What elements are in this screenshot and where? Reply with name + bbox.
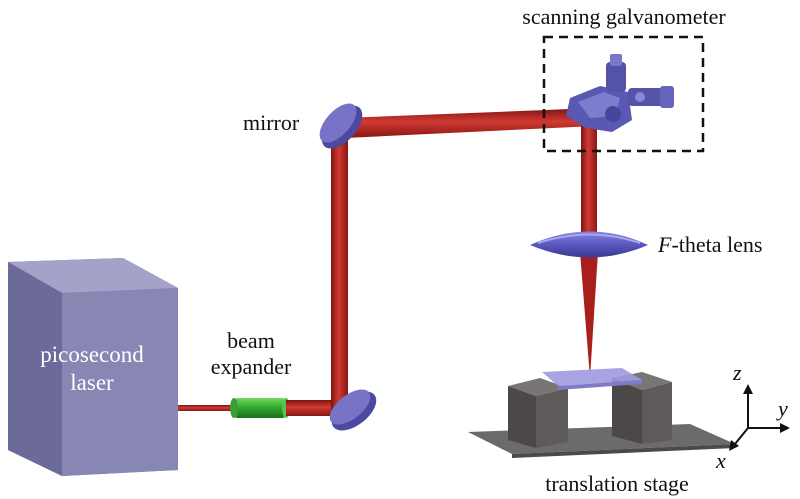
f-theta-lens bbox=[530, 231, 648, 258]
axis-label-z: z bbox=[732, 360, 742, 385]
upper-mirror bbox=[319, 103, 363, 149]
beam-segment-top bbox=[345, 108, 595, 138]
axis-label-x: x bbox=[715, 448, 726, 473]
translation-stage-label: translation stage bbox=[545, 471, 689, 496]
beam-segment-galvo-down bbox=[581, 118, 597, 238]
galvanometer-dashed-box bbox=[542, 35, 705, 153]
beam-segment-laser-out bbox=[178, 405, 236, 411]
beam-expander-label-line1: beam bbox=[227, 328, 275, 353]
beam-focus-cone bbox=[580, 252, 598, 378]
scanning-galvanometer bbox=[566, 54, 674, 132]
f-theta-lens-label: F-theta lens bbox=[657, 232, 762, 257]
translation-stage bbox=[468, 368, 735, 458]
beam-expander bbox=[230, 398, 290, 418]
beam-segment-vertical bbox=[331, 128, 348, 410]
laser-label-line2: laser bbox=[70, 370, 114, 395]
beam-expander-label-line2: expander bbox=[211, 354, 292, 379]
laser-label-line1: picosecond bbox=[40, 342, 144, 367]
coordinate-axes: z y x bbox=[715, 360, 790, 473]
mirror-label: mirror bbox=[243, 110, 300, 135]
f-theta-italic: F bbox=[657, 232, 672, 257]
lower-mirror bbox=[329, 389, 377, 431]
axis-label-y: y bbox=[776, 396, 788, 421]
picosecond-laser-box: picosecond laser bbox=[8, 258, 178, 476]
scanning-galvanometer-label: scanning galvanometer bbox=[522, 4, 726, 29]
sample-plate bbox=[542, 368, 642, 386]
f-theta-rest: -theta lens bbox=[671, 232, 762, 257]
